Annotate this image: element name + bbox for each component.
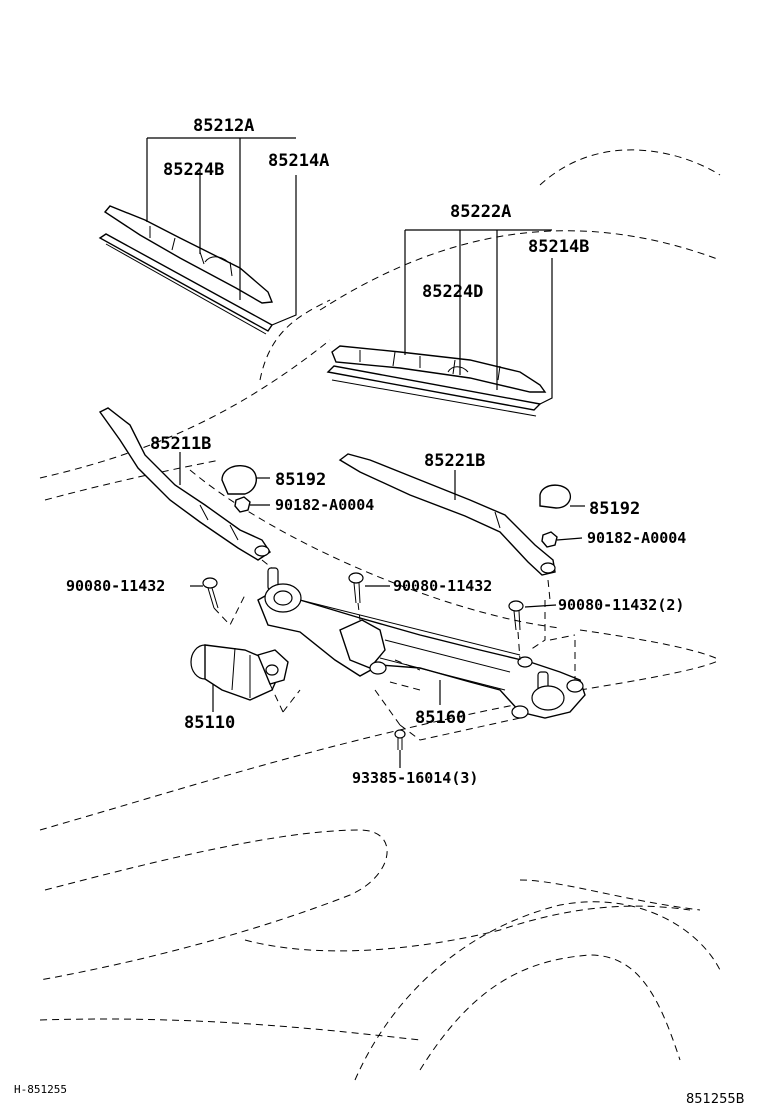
label-90182-driver: 90182-A0004 [275, 496, 374, 514]
label-85224D: 85224D [422, 282, 483, 302]
vehicle-outline [39, 149, 721, 1081]
label-90080-left: 90080-11432 [66, 577, 165, 595]
label-90182-passenger: 90182-A0004 [587, 529, 686, 547]
label-85192-driver: 85192 [275, 470, 326, 490]
leader-nut-passenger [556, 537, 583, 541]
leader-bolt-right [524, 604, 557, 608]
label-90080-right: 90080-11432(2) [558, 596, 684, 614]
footer-left-code: H-851255 [14, 1083, 67, 1096]
wiper-linkage [257, 567, 586, 719]
footer-right-code: 851255B [686, 1092, 745, 1107]
wiper-blade-driver [98, 205, 274, 335]
cap-driver [221, 464, 257, 495]
leaders-85222A [404, 229, 553, 405]
bolt-right [508, 600, 524, 631]
nut-passenger [541, 531, 558, 548]
label-85224B: 85224B [163, 160, 224, 180]
wiper-blade-passenger [326, 345, 547, 417]
label-85214A: 85214A [268, 151, 329, 171]
label-85192-passenger: 85192 [589, 499, 640, 519]
leaders-85212A [146, 137, 297, 326]
nut-driver [234, 496, 251, 513]
label-85160: 85160 [415, 708, 466, 728]
wiper-arm-passenger [338, 453, 556, 576]
wiper-arm-driver [98, 407, 271, 561]
bolt-center [348, 572, 364, 604]
label-85211B: 85211B [150, 434, 211, 454]
screw [394, 729, 406, 750]
label-93385: 93385-16014(3) [352, 769, 478, 787]
label-90080-center: 90080-11432 [393, 577, 492, 595]
label-85110: 85110 [184, 713, 235, 733]
label-85222A: 85222A [450, 202, 511, 222]
label-85214B: 85214B [528, 237, 589, 257]
label-85212A: 85212A [193, 116, 254, 136]
cap-passenger [539, 484, 572, 509]
mounting-guides [213, 559, 576, 741]
wiper-motor [190, 644, 289, 701]
bolt-left [202, 577, 219, 609]
label-85221B: 85221B [424, 451, 485, 471]
